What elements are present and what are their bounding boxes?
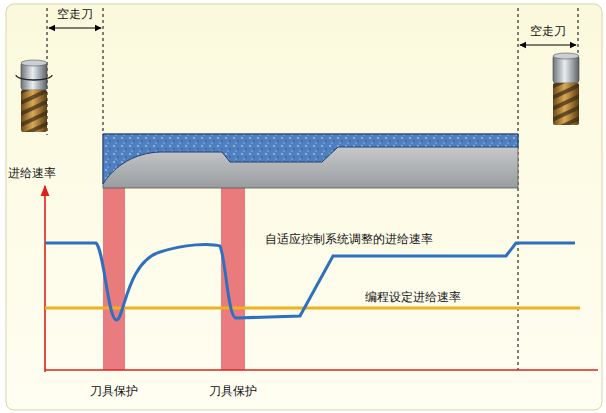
adaptive-feed-line: [45, 243, 575, 320]
span-label: 空走刀: [530, 24, 566, 38]
span-arrow: [520, 44, 576, 45]
series-label: 编程设定进给速率: [365, 290, 461, 304]
background-panel: [6, 4, 602, 410]
series-label: 自适应控制系统调整的进给速率: [265, 232, 433, 246]
protection-band: [221, 188, 245, 370]
axis-label: 进给速率: [8, 166, 56, 180]
programmed-feed-line: [45, 307, 580, 310]
band-label: 刀具保护: [209, 384, 257, 398]
dashed-boundaries: [47, 8, 578, 370]
workpiece: [103, 134, 518, 188]
end-mill-tool: [16, 60, 52, 132]
span-arrow: [49, 27, 101, 28]
end-mill-tool: [553, 53, 579, 125]
span-label: 空走刀: [57, 7, 93, 21]
x-axis: [45, 369, 598, 371]
band-label: 刀具保护: [90, 384, 138, 398]
y-axis: [44, 186, 46, 372]
